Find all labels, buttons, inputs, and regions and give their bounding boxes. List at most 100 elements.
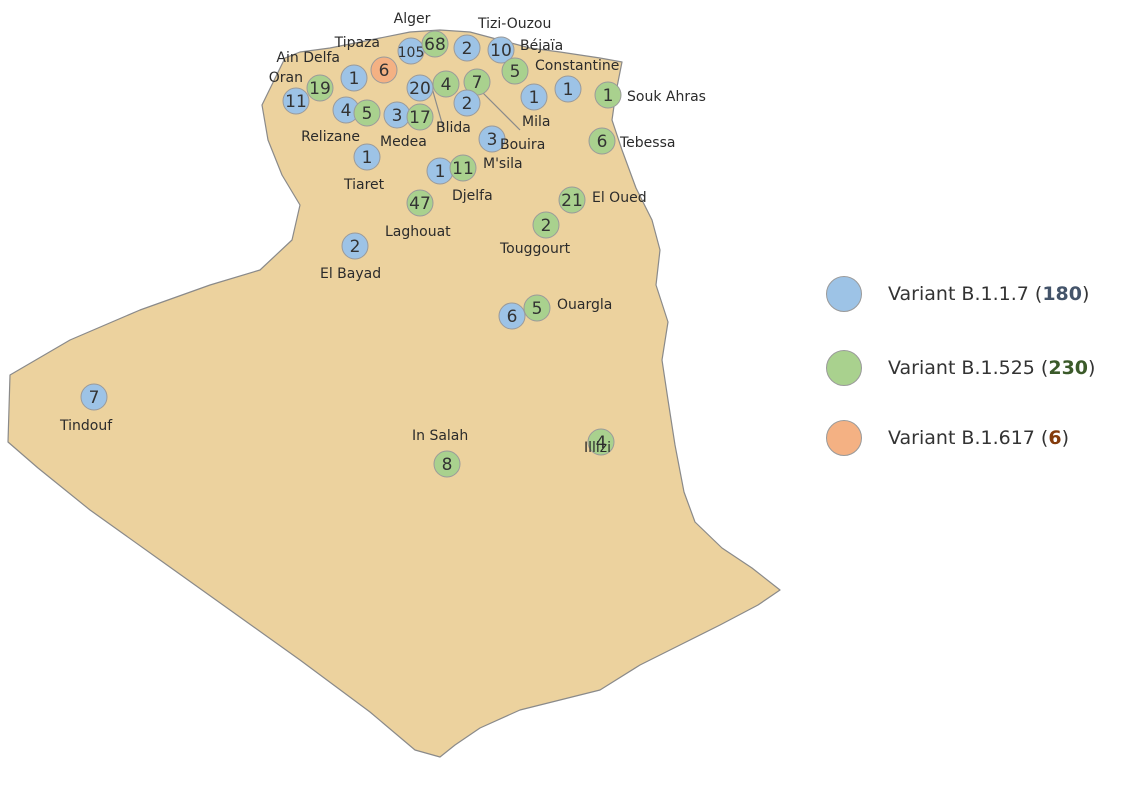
place-label: Medea xyxy=(380,134,427,150)
legend-swatch xyxy=(826,276,862,312)
marker-circle xyxy=(532,211,560,239)
marker-circle xyxy=(498,302,526,330)
marker-value: 47 xyxy=(409,194,431,214)
marker-circle xyxy=(370,56,398,84)
marker-value: 5 xyxy=(362,104,373,124)
place-label: Illizi xyxy=(584,440,611,456)
marker-value: 68 xyxy=(424,35,446,55)
marker-circle xyxy=(406,103,434,131)
legend-item: Variant B.1.1.7 (180) xyxy=(826,276,1089,312)
marker-circle xyxy=(80,383,108,411)
legend-label: Variant B.1.525 (230) xyxy=(888,357,1095,379)
marker-value: 1 xyxy=(362,148,373,168)
marker-value: 2 xyxy=(462,39,473,59)
marker-value: 7 xyxy=(89,388,100,408)
marker-circle xyxy=(421,30,449,58)
marker-circle xyxy=(478,125,506,153)
place-label: Ouargla xyxy=(557,297,612,313)
marker-value: 19 xyxy=(309,79,331,99)
legend-prefix: Variant B.1.525 ( xyxy=(888,357,1049,379)
place-label: Relizane xyxy=(301,129,360,145)
marker-value: 2 xyxy=(350,237,361,257)
marker-value: 1 xyxy=(349,69,360,89)
marker-value: 11 xyxy=(452,159,474,179)
place-label: Tipaza xyxy=(334,35,380,51)
marker-circle xyxy=(558,186,586,214)
marker-value: 6 xyxy=(507,307,518,327)
marker-circle xyxy=(523,294,551,322)
marker-value: 11 xyxy=(285,92,307,112)
place-label: Constantine xyxy=(535,58,619,74)
marker-value: 2 xyxy=(541,216,552,236)
marker-circle xyxy=(340,64,368,92)
marker-circle xyxy=(306,74,334,102)
place-label: Tiaret xyxy=(343,177,385,193)
place-label: Bouira xyxy=(500,137,545,153)
place-label: Béjaïa xyxy=(520,38,563,54)
marker-value: 4 xyxy=(596,433,607,453)
marker-value: 1 xyxy=(529,88,540,108)
place-label: Oran xyxy=(269,70,303,86)
road-lines xyxy=(431,87,521,131)
place-label: Souk Ahras xyxy=(627,89,706,105)
marker-circle xyxy=(501,57,529,85)
place-label: Djelfa xyxy=(452,188,493,204)
legend-label: Variant B.1.1.7 (180) xyxy=(888,283,1089,305)
marker-circle xyxy=(282,87,310,115)
marker-value: 105 xyxy=(398,45,425,61)
legend-swatch xyxy=(826,420,862,456)
marker-circle xyxy=(588,127,616,155)
marker-circle xyxy=(453,89,481,117)
marker-circle xyxy=(353,99,381,127)
legend-prefix: Variant B.1.617 ( xyxy=(888,427,1049,449)
marker-circle xyxy=(449,154,477,182)
place-label: El Bayad xyxy=(320,266,381,282)
legend-label: Variant B.1.617 (6) xyxy=(888,427,1069,449)
legend-count: 230 xyxy=(1048,357,1089,379)
place-label: Touggourt xyxy=(499,241,571,257)
place-label: Blida xyxy=(436,120,471,136)
legend-swatch xyxy=(826,350,862,386)
place-label: In Salah xyxy=(412,428,468,444)
marker-circle xyxy=(353,143,381,171)
legend-suffix: ) xyxy=(1061,427,1070,449)
algeria-country-shape xyxy=(7,29,781,758)
legend-item: Variant B.1.525 (230) xyxy=(826,350,1095,386)
marker-circle xyxy=(406,189,434,217)
marker-circle xyxy=(594,81,622,109)
marker-value: 5 xyxy=(510,62,521,82)
place-label: Tindouf xyxy=(59,418,113,434)
marker-value: 4 xyxy=(441,75,452,95)
marker-value: 21 xyxy=(561,191,583,211)
marker-value: 7 xyxy=(472,73,483,93)
place-label: Tizi-Ouzou xyxy=(477,16,551,32)
marker-value: 5 xyxy=(532,299,543,319)
marker-value: 3 xyxy=(392,106,403,126)
marker-circle xyxy=(433,450,461,478)
marker-circle xyxy=(587,428,615,456)
marker-value: 1 xyxy=(563,80,574,100)
place-label: Tebessa xyxy=(619,135,675,151)
marker-value: 4 xyxy=(341,101,352,121)
marker-value: 3 xyxy=(487,130,498,150)
legend-suffix: ) xyxy=(1088,357,1096,379)
place-label: Laghouat xyxy=(385,224,451,240)
place-label: Alger xyxy=(394,11,431,27)
marker-value: 1 xyxy=(435,162,446,182)
marker-value: 6 xyxy=(379,61,390,81)
marker-circle xyxy=(406,74,434,102)
marker-value: 8 xyxy=(442,455,453,475)
marker-circle xyxy=(487,36,515,64)
marker-circle xyxy=(520,83,548,111)
place-label: El Oued xyxy=(592,190,647,206)
legend-count: 180 xyxy=(1042,283,1082,305)
marker-circle xyxy=(432,70,460,98)
marker-circle xyxy=(554,75,582,103)
legend-count: 6 xyxy=(1048,427,1062,449)
marker-value: 10 xyxy=(490,41,512,61)
marker-value: 1 xyxy=(603,86,614,106)
place-label: Ain Delfa xyxy=(276,50,340,66)
marker-value: 20 xyxy=(409,79,431,99)
marker-circle xyxy=(341,232,369,260)
